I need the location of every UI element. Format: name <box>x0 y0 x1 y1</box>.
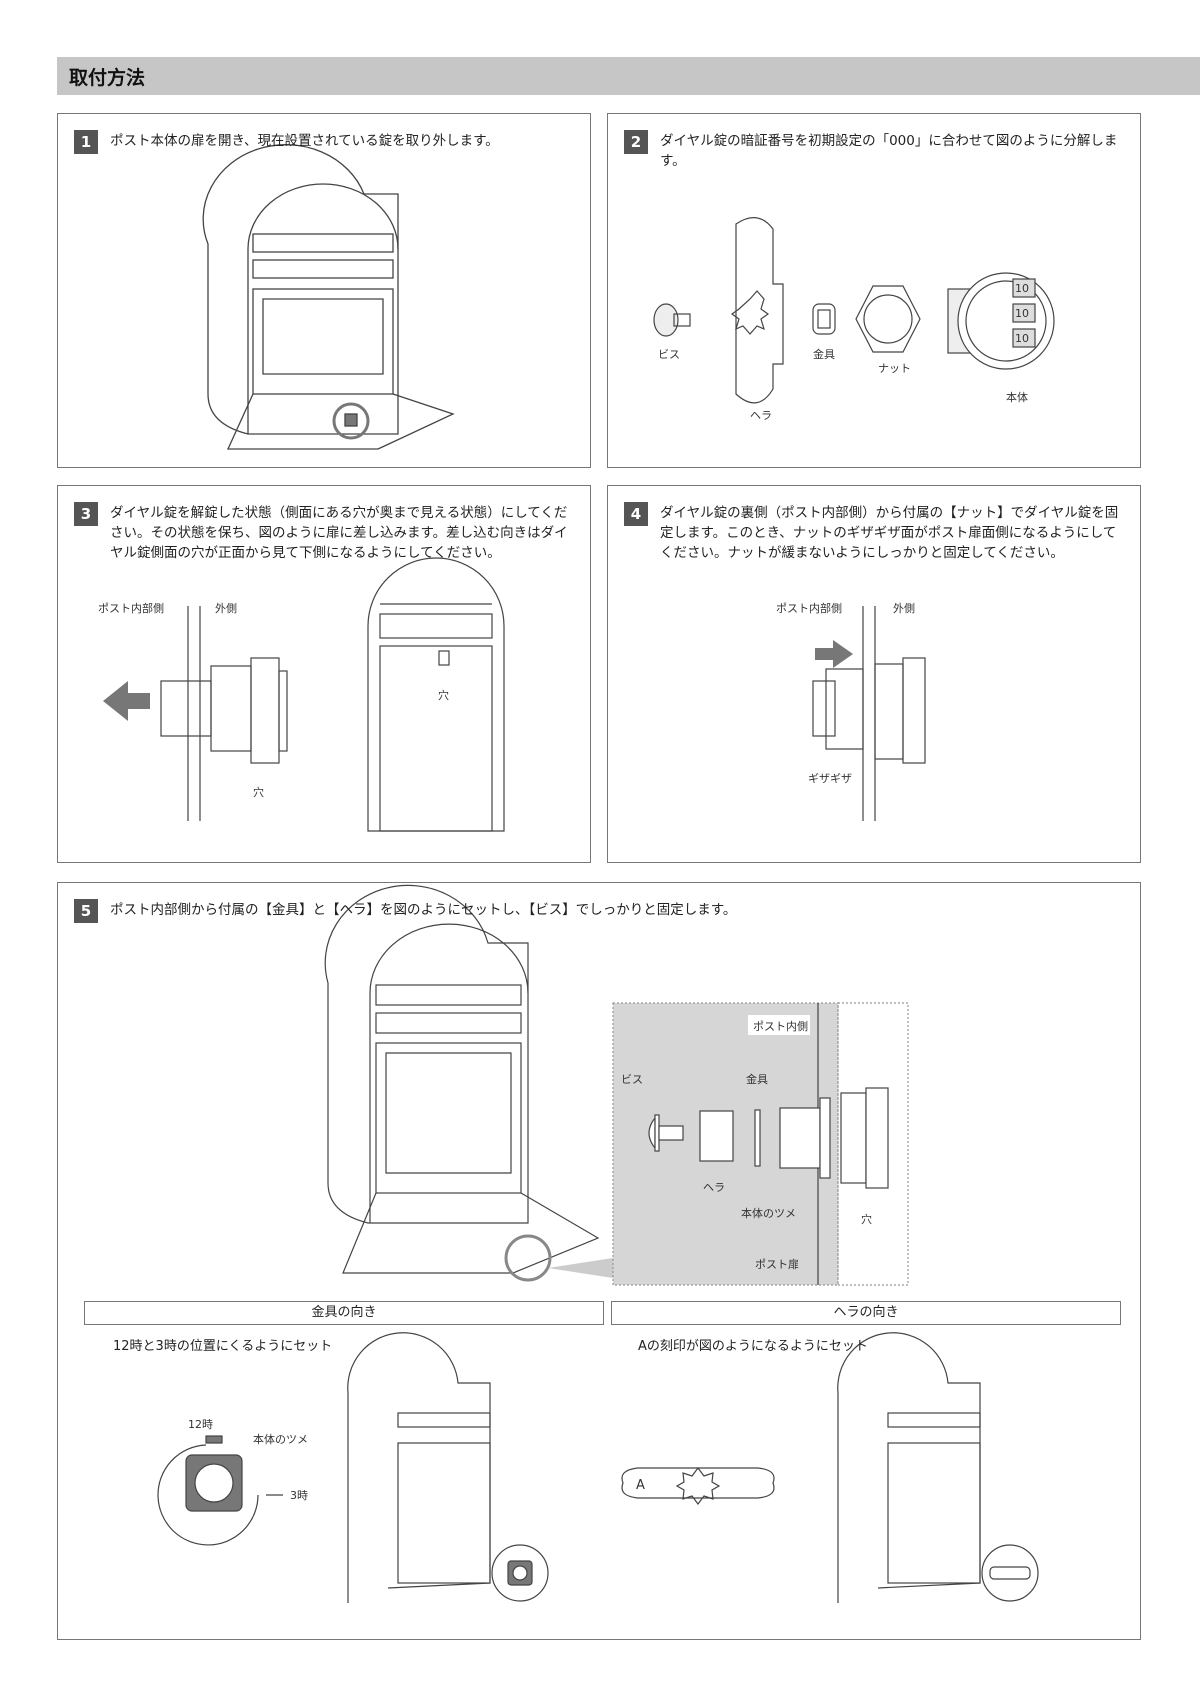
svg-text:本体のツメ: 本体のツメ <box>253 1432 308 1446</box>
svg-text:ヘラ: ヘラ <box>703 1181 725 1194</box>
svg-text:本体: 本体 <box>1006 390 1028 404</box>
mailbox-open <box>324 884 613 1282</box>
svg-text:ビス: ビス <box>658 348 680 361</box>
dial-lock-body: 10 10 10 本体 <box>947 272 1055 404</box>
kanagu-orientation-title: 金具の向き <box>84 1301 604 1325</box>
svg-text:ナット: ナット <box>878 362 911 375</box>
svg-text:外側: 外側 <box>215 602 237 615</box>
step-number: 5 <box>74 899 98 923</box>
svg-text:ポスト内部側: ポスト内部側 <box>98 601 164 615</box>
step-number: 3 <box>74 502 98 526</box>
section-title: 取付方法 <box>57 57 1200 95</box>
step-text: ダイヤル錠の暗証番号を初期設定の「000」に合わせて図のように分解します。 <box>660 133 1118 169</box>
step-text: ダイヤル錠を解錠した状態（側面にある穴が奥まで見える状態）にしてください。その状… <box>110 505 568 561</box>
hera-orientation-diagram: A <box>621 1332 1039 1603</box>
screw-part: ビス <box>653 303 691 361</box>
step-text: ポスト本体の扉を開き、現在設置されている錠を取り外します。 <box>110 133 499 149</box>
svg-text:ポスト内部側: ポスト内部側 <box>776 601 842 615</box>
kanagu-orientation-diagram: 12時 本体のツメ 3時 <box>157 1332 549 1603</box>
step-3-panel: 3 ダイヤル錠を解錠した状態（側面にある穴が奥まで見える状態）にしてください。そ… <box>57 485 591 863</box>
kanagu-orientation-note: 12時と3時の位置にくるようにセット <box>113 1339 333 1354</box>
step-2-panel: 2 ダイヤル錠の暗証番号を初期設定の「000」に合わせて図のように分解します。 … <box>607 113 1141 468</box>
hera-orientation-note: Aの刻印が図のようになるようにセット <box>638 1339 868 1354</box>
svg-text:ポスト内側: ポスト内側 <box>753 1019 808 1033</box>
svg-text:ヘラ: ヘラ <box>750 409 772 422</box>
nut-part: ナット <box>855 285 921 375</box>
svg-text:ビス: ビス <box>621 1073 643 1086</box>
svg-text:A: A <box>636 1478 645 1493</box>
mailbox-front <box>367 557 505 832</box>
svg-text:穴: 穴 <box>861 1212 872 1226</box>
svg-text:3時: 3時 <box>290 1489 308 1502</box>
svg-text:穴: 穴 <box>438 688 449 702</box>
svg-text:ポスト扉: ポスト扉 <box>755 1258 799 1271</box>
step-1-panel: 1 ポスト本体の扉を開き、現在設置されている錠を取り外します。 <box>57 113 591 468</box>
hera-orientation-title: ヘラの向き <box>611 1301 1121 1325</box>
mailbox-open-illustration <box>202 144 455 450</box>
step-4-panel: 4 ダイヤル錠の裏側（ポスト内部側）から付属の【ナット】でダイヤル錠を固定します… <box>607 485 1141 863</box>
svg-text:10: 10 <box>1015 282 1029 295</box>
svg-text:10: 10 <box>1015 307 1029 320</box>
svg-text:金具: 金具 <box>813 347 835 361</box>
svg-text:12時: 12時 <box>188 1418 213 1431</box>
svg-text:本体のツメ: 本体のツメ <box>741 1206 796 1220</box>
step-number: 1 <box>74 130 98 154</box>
step-text: ダイヤル錠の裏側（ポスト内部側）から付属の【ナット】でダイヤル錠を固定します。こ… <box>660 505 1119 561</box>
step-text: ポスト内部側から付属の【金具】と【ヘラ】を図のようにセットし、【ビス】でしっかり… <box>110 902 737 918</box>
step-number: 2 <box>624 130 648 154</box>
svg-text:ギザギザ: ギザギザ <box>808 772 852 785</box>
svg-text:穴: 穴 <box>253 785 264 799</box>
step-5-panel: 5 ポスト内部側から付属の【金具】と【ヘラ】を図のようにセットし、【ビス】でしっ… <box>57 882 1141 1640</box>
arrow-left-icon <box>103 681 150 721</box>
svg-text:10: 10 <box>1015 332 1029 345</box>
step-number: 4 <box>624 502 648 526</box>
svg-text:外側: 外側 <box>893 602 915 615</box>
arrow-right-icon <box>815 640 853 668</box>
fitting-part: 金具 <box>812 303 836 361</box>
mount-parts-illustration: ポスト内側 ビス ヘラ 金具 本体のツメ 穴 ポスト扉 12時 本体のツメ 3時… <box>157 884 1039 1603</box>
svg-text:金具: 金具 <box>746 1072 768 1086</box>
hera-part: ヘラ <box>730 217 784 422</box>
